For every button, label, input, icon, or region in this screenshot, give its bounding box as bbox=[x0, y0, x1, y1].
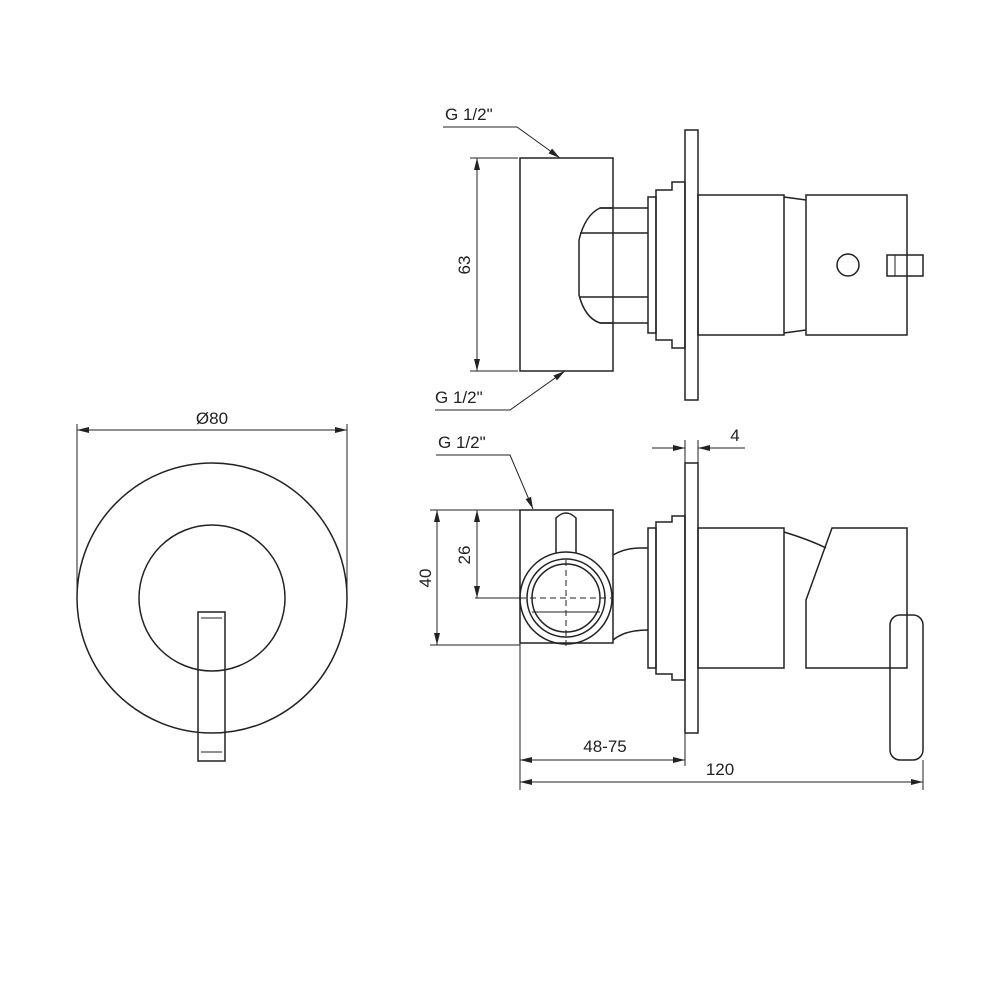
bottom-side-view: 4 G 1/2" 40 26 48-75 120 bbox=[416, 426, 924, 790]
wall-depth-label: 48-75 bbox=[583, 737, 626, 756]
body-cylinder bbox=[697, 194, 785, 336]
top-side-view: 63 G 1/2" G 1/2" bbox=[435, 105, 924, 411]
front-view: Ø80 bbox=[76, 409, 348, 762]
thread-label-top-2: G 1/2" bbox=[435, 388, 483, 407]
diameter-label: Ø80 bbox=[196, 409, 228, 428]
inner-body bbox=[138, 524, 286, 672]
hole bbox=[836, 253, 860, 277]
lever-handle bbox=[197, 611, 226, 762]
cover-flange bbox=[684, 462, 699, 734]
cover-plate bbox=[76, 462, 348, 734]
lever-nub bbox=[886, 254, 924, 277]
lever bbox=[889, 614, 924, 761]
mounting-block bbox=[519, 157, 614, 372]
body-cylinder bbox=[697, 527, 785, 669]
cap bbox=[805, 194, 908, 336]
thread-label-bottom: G 1/2" bbox=[438, 433, 486, 452]
offset-26-label: 26 bbox=[455, 546, 474, 565]
height-40-label: 40 bbox=[416, 569, 435, 588]
cover-flange bbox=[684, 129, 699, 401]
thread-label-top-1: G 1/2" bbox=[445, 105, 493, 124]
total-length-label: 120 bbox=[706, 760, 734, 779]
plate-thickness-label: 4 bbox=[730, 426, 739, 445]
handle-body bbox=[805, 527, 908, 669]
height-63-label: 63 bbox=[455, 256, 474, 275]
pin bbox=[555, 512, 577, 553]
